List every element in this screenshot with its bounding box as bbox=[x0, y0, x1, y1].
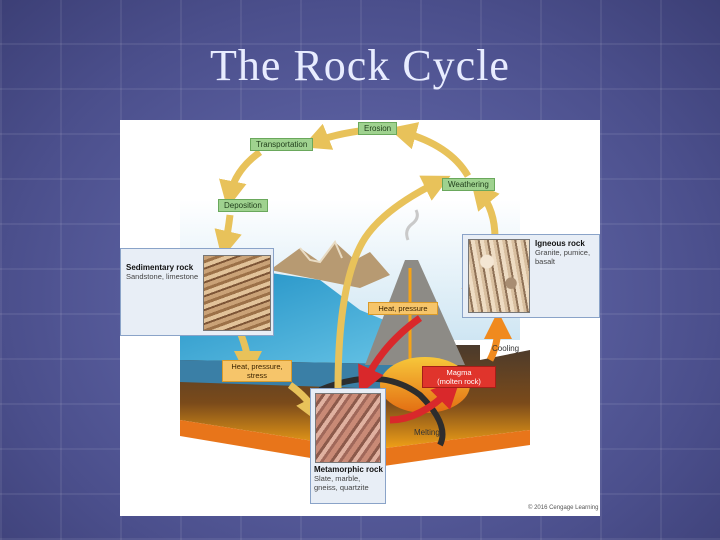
arrow-weathering-to-erosion bbox=[402, 132, 468, 176]
label-heat-pressure-stress: Heat, pressure, stress bbox=[222, 360, 292, 382]
sedimentary-rock-sample bbox=[203, 255, 271, 331]
label-erosion: Erosion bbox=[358, 122, 397, 135]
igneous-rock-examples: Granite, pumice, basalt bbox=[535, 248, 597, 266]
slide-title: The Rock Cycle bbox=[0, 40, 720, 91]
label-transportation: Transportation bbox=[250, 138, 313, 151]
metamorphic-rock-examples: Slate, marble, gneiss, quartzite bbox=[314, 474, 384, 492]
igneous-rock-panel: Igneous rock Granite, pumice, basalt bbox=[462, 234, 600, 318]
label-deposition: Deposition bbox=[218, 199, 268, 212]
metamorphic-rock-title: Metamorphic rock bbox=[314, 465, 384, 474]
arrow-transportation-to-deposition bbox=[230, 152, 260, 195]
label-cooling: Cooling bbox=[492, 344, 519, 353]
label-melting: Melting bbox=[414, 428, 440, 437]
metamorphic-rock-panel: Metamorphic rock Slate, marble, gneiss, … bbox=[310, 388, 386, 504]
sedimentary-rock-examples: Sandstone, limestone bbox=[126, 272, 201, 281]
sedimentary-rock-panel: Sedimentary rock Sandstone, limestone bbox=[120, 248, 274, 336]
label-weathering: Weathering bbox=[442, 178, 495, 191]
igneous-rock-sample bbox=[468, 239, 530, 313]
label-heat-pressure: Heat, pressure bbox=[368, 302, 438, 315]
metamorphic-rock-sample bbox=[315, 393, 381, 463]
copyright-credit: © 2016 Cengage Learning bbox=[528, 504, 598, 513]
sedimentary-rock-title: Sedimentary rock bbox=[126, 263, 201, 272]
rock-cycle-figure: Erosion Transportation Deposition Weathe… bbox=[120, 120, 600, 516]
label-magma: Magma (molten rock) bbox=[422, 366, 496, 388]
igneous-rock-title: Igneous rock bbox=[535, 239, 597, 248]
